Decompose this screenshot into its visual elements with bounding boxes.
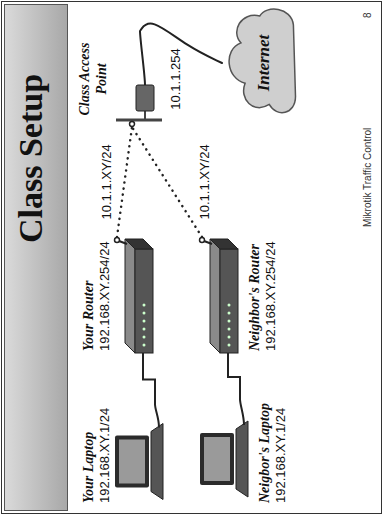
ip-address: 192.168.XY.1/24 <box>273 403 289 503</box>
ap-radio <box>136 85 154 111</box>
router-node: Your Router192.168.XY.254/24 <box>80 237 161 355</box>
router-side <box>210 239 238 249</box>
laptop-display <box>204 437 230 481</box>
router-led <box>228 304 231 307</box>
device-name: Class Access Point <box>76 35 110 123</box>
cable <box>228 355 240 399</box>
router-side <box>125 239 153 249</box>
wireless-link <box>132 127 202 237</box>
device-name: Your Router <box>80 241 97 351</box>
device-name: Neighbor's Router <box>246 241 263 351</box>
ap-node: Class Access Point 10.1.1.254 <box>76 31 184 127</box>
router-front <box>135 249 153 353</box>
cable <box>143 355 155 404</box>
ip-address: 10.1.1.254 <box>168 35 184 123</box>
cloud-label: Internet <box>254 35 274 92</box>
router-port <box>227 353 229 355</box>
laptop-cord <box>155 404 159 428</box>
router-led <box>228 344 231 347</box>
router-icon <box>113 237 161 355</box>
laptop-screen <box>200 433 234 485</box>
laptop-node: Neigbor's Laptop192.168.XY.1/24 <box>198 399 289 507</box>
router-led <box>143 320 146 323</box>
router-led <box>228 336 231 339</box>
router-antenna <box>204 241 212 244</box>
router-top <box>125 239 135 353</box>
laptop-screen <box>115 436 149 488</box>
router-antenna <box>119 241 127 244</box>
ip-address: 192.168.XY.254/24 <box>97 241 113 351</box>
router-top <box>210 239 220 353</box>
router-led <box>228 328 231 331</box>
router-led <box>143 344 146 347</box>
router-led <box>143 312 146 315</box>
internet-cloud: Internet <box>222 7 306 119</box>
router-led <box>228 312 231 315</box>
laptop-cord <box>240 399 244 425</box>
ap-antenna <box>130 122 135 127</box>
ip-address: 192.168.XY.254/24 <box>263 241 279 351</box>
router-front <box>220 249 238 353</box>
slide-title: Class Setup <box>12 74 50 243</box>
wireless-link <box>117 127 132 237</box>
laptop-icon <box>113 404 171 507</box>
laptop-icon <box>198 399 256 507</box>
link-address: 10.1.1.XY/24 <box>197 142 212 221</box>
router-led <box>143 304 146 307</box>
device-name: Your Laptop <box>80 408 97 503</box>
laptop-display <box>119 440 145 484</box>
router-led <box>228 320 231 323</box>
device-name: Neigbor's Laptop <box>256 403 273 503</box>
antenna-tip <box>115 238 120 243</box>
router-port <box>142 353 144 355</box>
ap-bracket <box>144 111 146 120</box>
ap-mast <box>116 119 162 122</box>
router-led <box>143 336 146 339</box>
router-icon <box>198 237 246 355</box>
router-led <box>143 328 146 331</box>
page-number: 8 <box>362 12 373 18</box>
laptop-base <box>151 424 163 500</box>
ap-icon <box>110 31 168 127</box>
ip-address: 192.168.XY.1/24 <box>97 408 113 503</box>
router-node: Neighbor's Router192.168.XY.254/24 <box>198 237 279 355</box>
laptop-node: Your Laptop192.168.XY.1/24 <box>80 404 171 507</box>
cloud-outline <box>229 9 295 113</box>
antenna-tip <box>200 238 205 243</box>
ap-cord <box>140 31 145 85</box>
footer-text: Mikrotik Traffic Control <box>362 128 373 227</box>
laptop-base <box>236 421 248 497</box>
link-address: 10.1.1.XY/24 <box>99 142 114 221</box>
